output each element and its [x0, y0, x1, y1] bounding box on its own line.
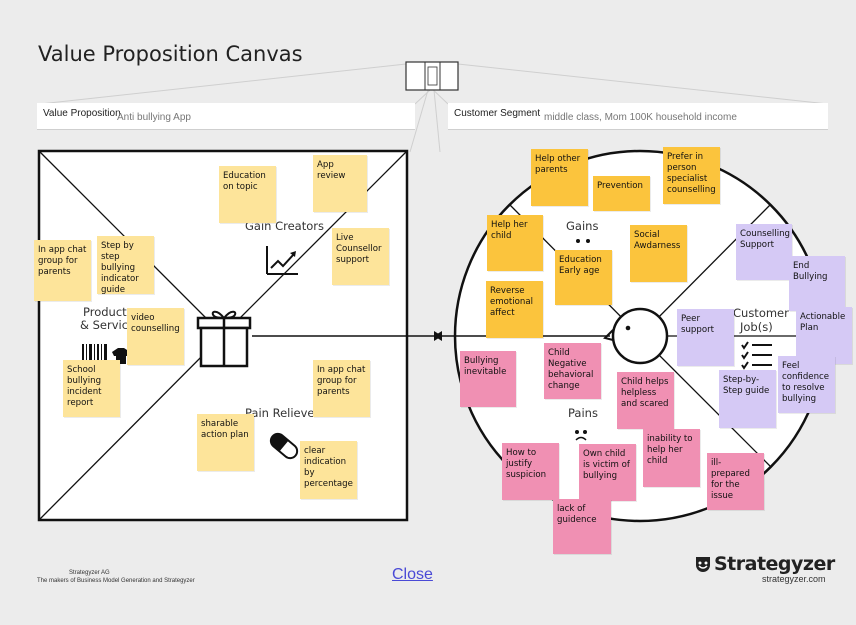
- products-label-1: Products: [83, 305, 133, 319]
- pains-label: Pains: [568, 406, 598, 420]
- sticky-note[interactable]: In app chat group for parents: [34, 240, 91, 301]
- sticky-note[interactable]: In app chat group for parents: [313, 360, 370, 417]
- sticky-note[interactable]: App review: [313, 155, 367, 212]
- sticky-note[interactable]: Education on topic: [219, 166, 276, 223]
- sticky-note[interactable]: Own child is victim of bullying: [579, 444, 636, 501]
- sticky-note[interactable]: Step-by-Step guide: [719, 370, 776, 428]
- pain-relievers-label: Pain Relievers: [245, 406, 326, 420]
- brand-name: Strategyzer: [714, 553, 835, 575]
- customer-segment-value[interactable]: middle class, Mom 100K household income: [544, 112, 737, 123]
- sticky-note[interactable]: Prevention: [593, 176, 650, 211]
- customer-segment-header: Customer Segment middle class, Mom 100K …: [448, 103, 828, 130]
- sticky-note[interactable]: School bullying incident report: [63, 360, 120, 417]
- barcode-shirt-icon: [82, 344, 130, 364]
- sticky-note[interactable]: Prefer in person specialist counselling: [663, 147, 720, 204]
- sticky-note[interactable]: lack of guidence: [553, 499, 611, 554]
- sticky-note[interactable]: Actionable Plan: [796, 307, 852, 364]
- gains-smile-icon: [576, 239, 590, 243]
- page-title: Value Proposition Canvas: [38, 42, 303, 66]
- sticky-note[interactable]: Live Counsellor support: [332, 228, 389, 285]
- strategyzer-logo-icon: [696, 557, 710, 572]
- value-proposition-label: Value Proposition: [43, 108, 121, 119]
- chart-trend-icon: [266, 246, 298, 275]
- sticky-note[interactable]: Peer support: [677, 309, 734, 366]
- pill-icon: [269, 432, 299, 460]
- close-link[interactable]: Close: [392, 566, 433, 583]
- value-proposition-header: Value Proposition Anti bullying App: [37, 103, 415, 130]
- sticky-note[interactable]: inability to help her child: [643, 429, 700, 487]
- company-name: Strategyzer AG: [69, 570, 110, 576]
- sticky-note[interactable]: ill-prepared for the issue: [707, 453, 764, 510]
- sticky-note[interactable]: Counselling Support: [736, 224, 792, 280]
- sticky-note[interactable]: video counselling: [127, 308, 184, 365]
- sticky-note[interactable]: How to justify suspicion: [502, 443, 559, 500]
- sticky-note[interactable]: clear indication by percentage: [300, 441, 357, 499]
- pains-sad-icon: [575, 430, 587, 441]
- sticky-note[interactable]: Education Early age: [555, 250, 612, 305]
- value-proposition-value[interactable]: Anti bullying App: [117, 112, 191, 123]
- customer-segment-label: Customer Segment: [454, 108, 541, 119]
- customer-jobs-label-2: Job(s): [740, 320, 773, 334]
- sticky-note[interactable]: Reverse emotional affect: [486, 281, 543, 338]
- sticky-note[interactable]: Help other parents: [531, 149, 588, 206]
- sticky-note[interactable]: Social Awdarness: [630, 225, 687, 282]
- gains-label: Gains: [566, 219, 599, 233]
- sticky-note[interactable]: Bullying inevitable: [460, 351, 516, 407]
- sticky-note[interactable]: Child helps helpless and scared: [617, 372, 674, 429]
- sticky-note[interactable]: Feel confidence to resolve bullying: [778, 356, 835, 413]
- gift-icon: [196, 310, 252, 368]
- sticky-note[interactable]: sharable action plan: [197, 414, 254, 471]
- sticky-note[interactable]: Help her child: [487, 215, 543, 271]
- brand-url: strategyzer.com: [762, 574, 826, 584]
- customer-jobs-label-1: Customer: [733, 306, 789, 320]
- footer-company: Strategyzer AG The makers of Business Mo…: [37, 569, 195, 585]
- sticky-note[interactable]: Step by step bullying indicator guide: [97, 236, 154, 295]
- sticky-note[interactable]: End Bullying: [789, 256, 845, 311]
- products-label-2: & Services: [80, 318, 142, 332]
- sticky-note[interactable]: Child Negative behavioral change: [544, 343, 601, 399]
- checklist-icon: [741, 341, 772, 370]
- company-tagline: The makers of Business Model Generation …: [37, 578, 195, 584]
